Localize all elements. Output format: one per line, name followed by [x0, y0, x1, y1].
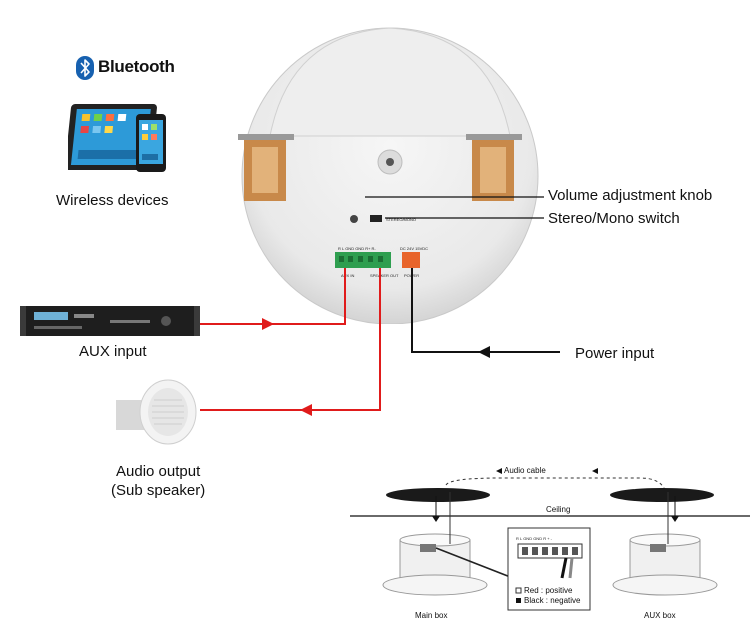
aux-box — [612, 533, 718, 596]
cable-right-arrow-icon — [592, 468, 598, 474]
audio-output-label: Audio output — [116, 463, 201, 480]
main-box-text: Main box — [415, 611, 447, 620]
mount-bracket-right — [466, 134, 522, 201]
aux-input-label: AUX input — [79, 343, 147, 360]
bluetooth-title: Bluetooth — [98, 57, 175, 76]
terminal-header-text: R L GND GND R + - — [516, 536, 553, 541]
installation-diagram: Audio cable Ceiling Main box AUX box R L… — [350, 466, 750, 620]
ceiling-text: Ceiling — [546, 505, 570, 514]
aux-in-text: AUX IN — [341, 273, 354, 278]
audio-output-sub-label: (Sub speaker) — [111, 482, 206, 499]
speaker-out-text: SPEAKER OUT — [370, 273, 399, 278]
terminal-text: R L GND GND R+ R- — [338, 246, 376, 251]
mount-bracket-left — [238, 134, 294, 201]
aux-rack-unit — [20, 302, 200, 347]
volume-knob — [350, 215, 358, 223]
dc-text: DC 24V 15VDC — [400, 246, 428, 251]
aux-box-text: AUX box — [644, 611, 676, 620]
power-arrow-icon — [478, 346, 490, 358]
legend-black-text: Black : negative — [524, 596, 581, 605]
wireless-devices-illustration — [64, 98, 178, 193]
ceiling-speaker-rear: STEREO/MONO R L GND GND R+ R- DC 24V 15V… — [230, 14, 550, 329]
power-input-line — [411, 268, 560, 353]
terminal-inset: R L GND GND R + - Red : positive Black :… — [507, 527, 591, 611]
audio-output-line — [200, 268, 381, 411]
stereo-mono-switch — [370, 215, 382, 222]
cable-left-arrow-icon — [496, 468, 502, 474]
audio-cable-text: Audio cable — [504, 466, 546, 475]
bluetooth-icon — [76, 56, 94, 80]
bluetooth-logo — [75, 56, 95, 85]
power-input-label: Power input — [575, 345, 655, 362]
sub-speaker — [110, 370, 200, 460]
legend-red-text: Red : positive — [524, 586, 573, 595]
output-arrow-icon — [300, 404, 312, 416]
stereo-mono-label: Stereo/Mono switch — [548, 210, 680, 227]
aux-input-line — [196, 268, 346, 325]
phone-icon — [136, 114, 166, 172]
orange-power-terminal — [402, 252, 420, 268]
aux-arrow-icon — [262, 318, 274, 330]
volume-knob-label: Volume adjustment knob — [548, 187, 713, 204]
wireless-devices-label: Wireless devices — [56, 192, 169, 209]
main-box — [382, 533, 488, 596]
stereo-mono-text: STEREO/MONO — [386, 217, 416, 222]
tablet-icon — [64, 104, 157, 170]
